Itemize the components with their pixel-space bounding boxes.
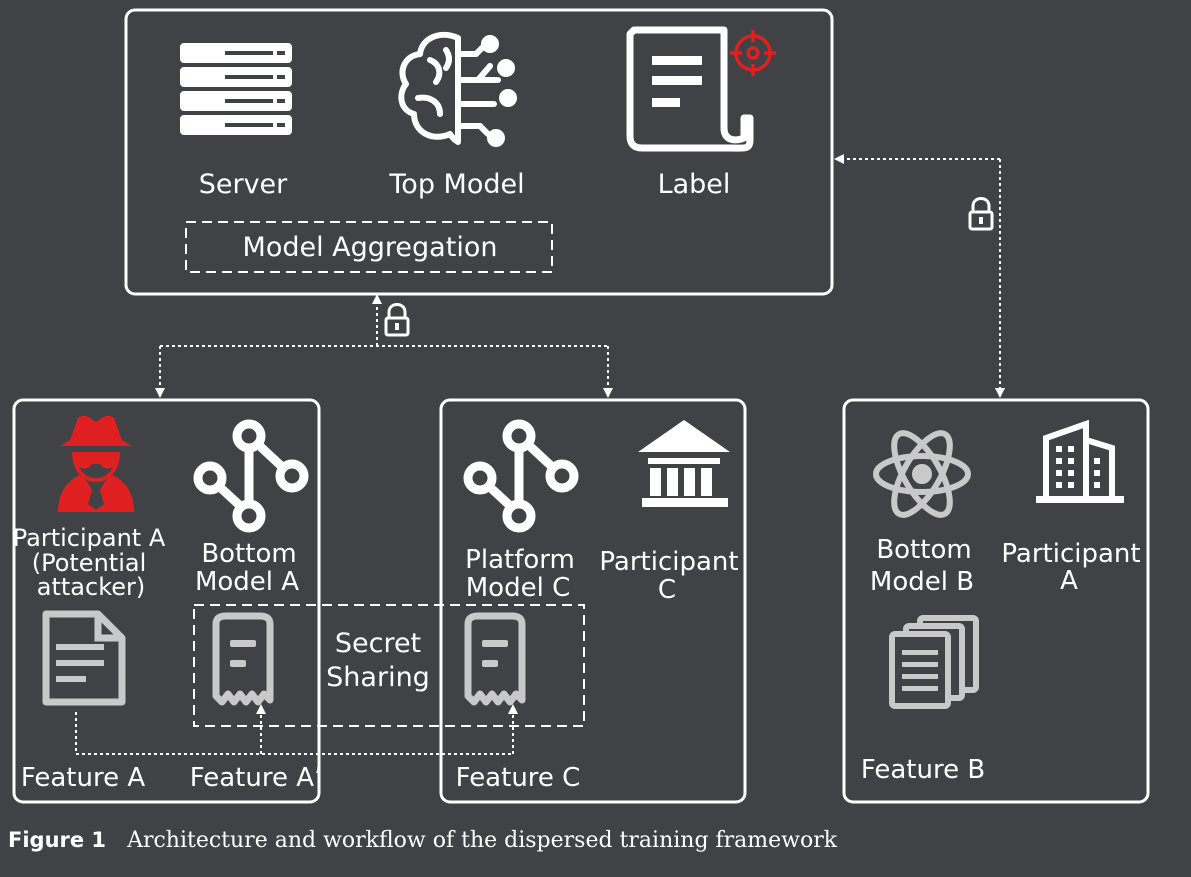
secret-sharing-region: Secret Sharing — [193, 604, 585, 727]
bottom-model-a-line2: Model A — [195, 567, 299, 597]
participant-b-line2: A — [1060, 566, 1078, 596]
secret-sharing-line2: Sharing — [326, 662, 430, 693]
participant-a-box: Participant A (Potential attacker) Botto… — [12, 398, 323, 804]
secret-sharing-line1: Secret — [335, 628, 421, 659]
bottom-model-b-line1: Bottom — [876, 535, 971, 565]
document-icon — [42, 610, 126, 706]
target-icon — [730, 30, 776, 76]
lock-icon — [968, 197, 994, 231]
atom-icon — [873, 430, 971, 518]
attacker-label-line2: (Potential — [32, 549, 147, 577]
feature-a-label: Feature A — [21, 763, 146, 793]
attacker-label-line3: attacker) — [37, 573, 145, 601]
graph-icon — [463, 419, 579, 533]
label-label: Label — [658, 169, 731, 200]
lock-icon — [384, 303, 410, 337]
attacker-label-line1: Participant A — [13, 524, 166, 552]
model-aggregation-box — [185, 221, 553, 273]
figure-caption: Figure 1 Architecture and workflow of th… — [8, 828, 837, 853]
documents-icon — [889, 615, 979, 709]
brain-icon — [398, 31, 517, 147]
participant-c-line2: C — [658, 575, 676, 605]
bottom-model-a-line1: Bottom — [201, 539, 296, 569]
model-aggregation-label: Model Aggregation — [243, 232, 498, 263]
receipt-icon — [464, 612, 526, 706]
participant-c-line1: Participant — [599, 547, 738, 577]
platform-model-line1: Platform — [465, 545, 575, 575]
spy-icon — [58, 415, 134, 512]
participant-c-box: Platform Model C Participant C Feature C — [439, 398, 747, 804]
server-box: Server Top Model Label Model Aggregation — [124, 8, 834, 296]
label-document-icon — [626, 26, 754, 152]
feature-b-label: Feature B — [861, 755, 985, 785]
participant-b-line1: Participant — [1001, 539, 1140, 569]
server-icon — [180, 43, 292, 135]
feature-a-prime-label: Feature A’ — [190, 763, 323, 793]
receipt-icon — [212, 612, 274, 706]
top-model-label: Top Model — [388, 169, 524, 200]
building-icon — [1036, 419, 1124, 503]
bottom-model-b-line2: Model B — [870, 567, 974, 597]
figure-number: Figure 1 — [8, 828, 107, 852]
feature-c-label: Feature C — [456, 763, 581, 793]
bank-icon — [638, 420, 730, 507]
participant-b-box: Bottom Model B Participant A Feature B — [842, 398, 1150, 804]
caption-text: Architecture and workflow of the dispers… — [127, 828, 838, 853]
connections — [75, 154, 1005, 755]
graph-icon — [193, 419, 309, 533]
platform-model-line2: Model C — [466, 573, 570, 603]
server-label: Server — [199, 169, 288, 200]
